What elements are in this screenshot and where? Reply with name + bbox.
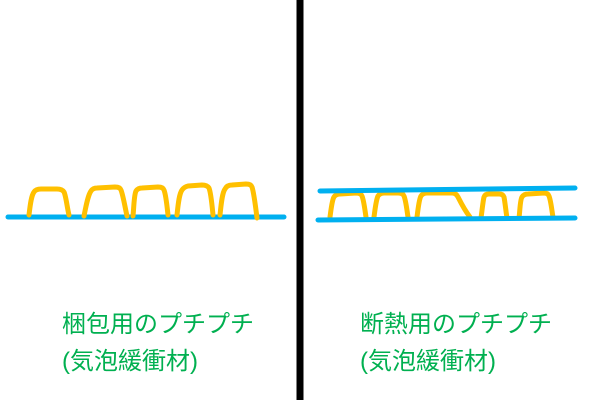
bubble	[81, 184, 130, 219]
left-caption-line2: (気泡緩衝材)	[62, 348, 198, 375]
insulation-bubble-wrap-diagram	[315, 185, 578, 223]
bubble	[130, 184, 171, 219]
right-caption: 断熱用のプチプチ (気泡緩衝材)	[360, 306, 552, 380]
bubble	[26, 186, 72, 218]
bubble	[327, 190, 369, 220]
divider-line	[296, 0, 304, 400]
left-caption-line1: 梱包用のプチプチ	[62, 311, 254, 338]
film-line-top	[317, 185, 578, 194]
film-line-bottom	[315, 215, 578, 223]
bubble	[371, 190, 411, 220]
bubble	[414, 190, 473, 220]
bubble	[516, 190, 556, 221]
bubble	[217, 181, 260, 221]
packing-bubble-wrap-diagram	[5, 181, 287, 221]
right-caption-line1: 断熱用のプチプチ	[360, 311, 552, 338]
bubble	[478, 191, 510, 221]
left-caption: 梱包用のプチプチ (気泡緩衝材)	[62, 306, 254, 380]
bubble	[174, 182, 216, 218]
right-caption-line2: (気泡緩衝材)	[360, 348, 496, 375]
